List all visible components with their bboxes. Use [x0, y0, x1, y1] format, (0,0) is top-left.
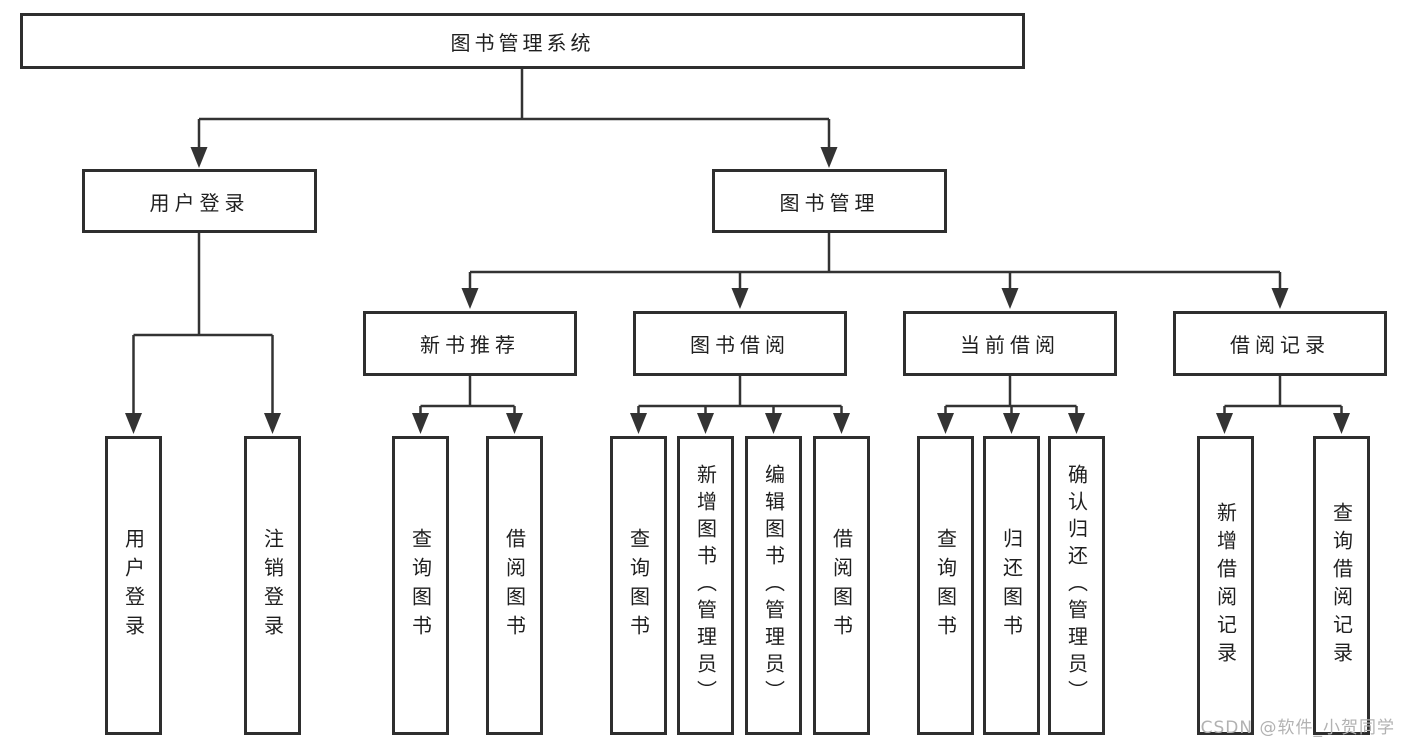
node-library-management-system: 图书管理系统: [20, 13, 1025, 69]
leaf-query-books-recommend: 查询图书: [392, 436, 449, 735]
node-current-borrowing: 当前借阅: [903, 311, 1117, 376]
node-new-book-recommendation: 新书推荐: [363, 311, 577, 376]
leaf-borrow-books-recommend: 借阅图书: [486, 436, 543, 735]
leaf-logout-login: 注销登录: [244, 436, 301, 735]
watermark-text: CSDN @软件_小贺同学: [1200, 718, 1395, 738]
leaf-query-books-current: 查询图书: [917, 436, 974, 735]
leaf-query-books-borrow: 查询图书: [610, 436, 667, 735]
leaf-add-books-admin: 新增图书（管理员）: [677, 436, 734, 735]
leaf-return-books: 归还图书: [983, 436, 1040, 735]
leaf-add-borrow-record: 新增借阅记录: [1197, 436, 1254, 735]
leaf-edit-books-admin: 编辑图书（管理员）: [745, 436, 802, 735]
leaf-borrow-books-borrow: 借阅图书: [813, 436, 870, 735]
leaf-confirm-return-admin: 确认归还（管理员）: [1048, 436, 1105, 735]
leaf-user-login: 用户登录: [105, 436, 162, 735]
leaf-query-borrow-record: 查询借阅记录: [1313, 436, 1370, 735]
node-borrowing-records: 借阅记录: [1173, 311, 1387, 376]
node-user-login: 用户登录: [82, 169, 317, 233]
node-book-borrowing: 图书借阅: [633, 311, 847, 376]
node-book-management: 图书管理: [712, 169, 947, 233]
